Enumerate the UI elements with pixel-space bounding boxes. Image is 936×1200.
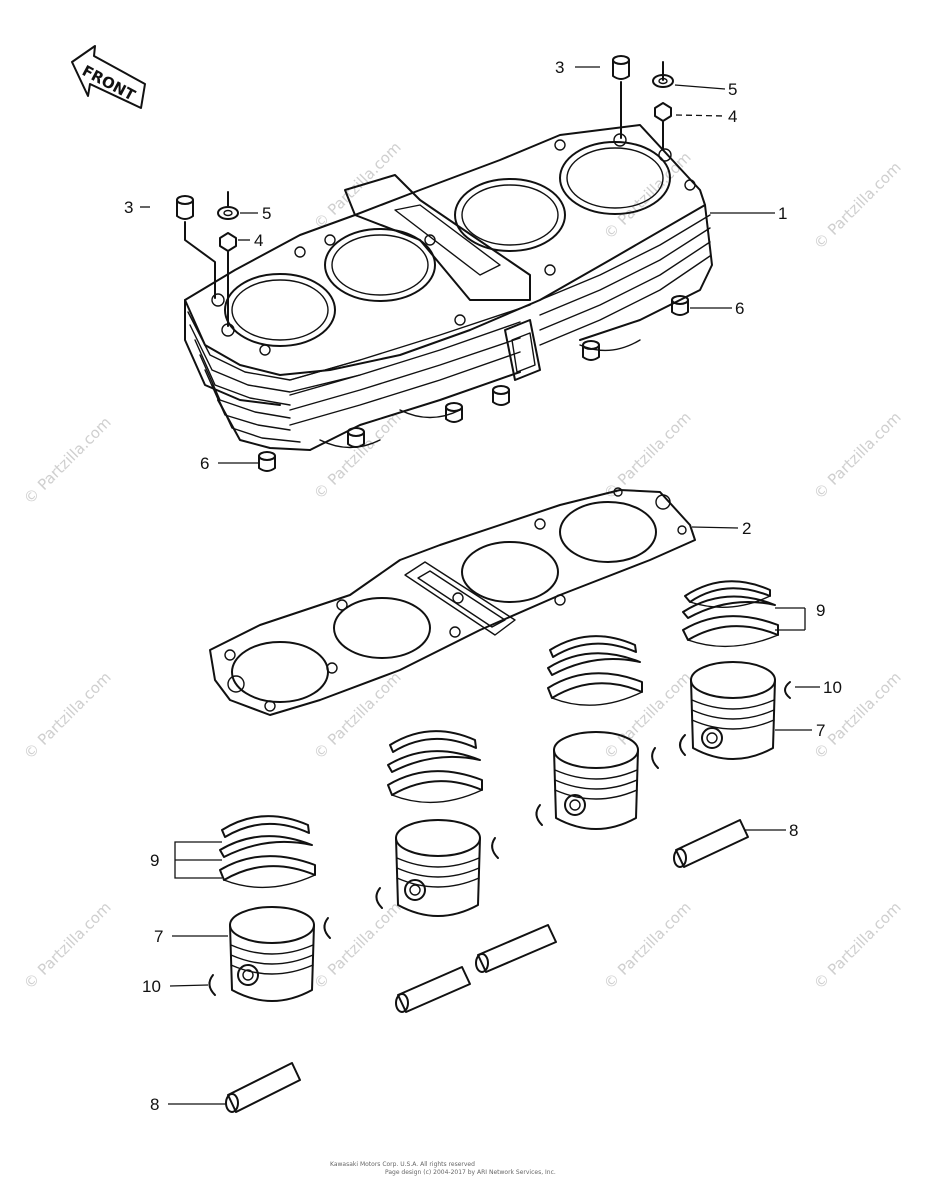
callout-8: 8: [150, 1095, 159, 1114]
piston-ring-set: [219, 815, 316, 889]
callout-4: 4: [254, 231, 263, 250]
piston-ring-set: [547, 635, 643, 706]
copyright-footer: Kawasaki Motors Corp. U.S.A. All rights …: [330, 1161, 556, 1176]
watermark: © Partzilla.com: [810, 408, 905, 503]
callout-2: 2: [742, 519, 751, 538]
watermark: © Partzilla.com: [600, 148, 695, 243]
callout-6: 6: [200, 454, 209, 473]
callout-9: 9: [816, 601, 825, 620]
piston: [395, 819, 481, 917]
callout-6: 6: [735, 299, 744, 318]
piston: [229, 906, 315, 1002]
watermark: © Partzilla.com: [810, 898, 905, 993]
upper-fittings: [176, 55, 674, 327]
piston-ring-set: [387, 730, 483, 804]
piston-assemblies: [208, 580, 791, 1113]
callout-10: 10: [142, 977, 161, 996]
piston: [553, 731, 639, 830]
watermark: © Partzilla.com: [20, 898, 115, 993]
callout-7: 7: [154, 927, 163, 946]
callout-5: 5: [262, 204, 271, 223]
copyright-line-1: Kawasaki Motors Corp. U.S.A. All rights …: [330, 1161, 475, 1168]
front-label: FRONT: [79, 62, 139, 105]
watermark: © Partzilla.com: [310, 898, 405, 993]
watermark: © Partzilla.com: [20, 413, 115, 508]
piston: [690, 661, 776, 760]
watermark: © Partzilla.com: [810, 158, 905, 253]
callout-3: 3: [555, 58, 564, 77]
watermark: © Partzilla.com: [20, 668, 115, 763]
front-arrow: FRONT: [71, 45, 146, 109]
watermark: © Partzilla.com: [600, 898, 695, 993]
callout-3: 3: [124, 198, 133, 217]
cylinder-base-gasket: [209, 487, 696, 716]
callout-7: 7: [816, 721, 825, 740]
callout-10: 10: [823, 678, 842, 697]
callout-4: 4: [728, 107, 737, 126]
callout-5: 5: [728, 80, 737, 99]
callout-8: 8: [789, 821, 798, 840]
callouts: 3 5 4 3 5 4 1 6 6 2 9 10 7 8 9 7 10: [124, 58, 842, 1114]
copyright-line-2: Page design (c) 2004-2017 by ARI Network…: [385, 1169, 556, 1176]
piston-pins: [225, 819, 749, 1113]
watermark: © Partzilla.com: [310, 408, 405, 503]
watermark: © Partzilla.com: [600, 408, 695, 503]
dowel-pins: [258, 295, 689, 472]
callout-9: 9: [150, 851, 159, 870]
cylinder-block: [184, 124, 713, 451]
piston-ring-set: [682, 580, 779, 648]
callout-1: 1: [778, 204, 787, 223]
